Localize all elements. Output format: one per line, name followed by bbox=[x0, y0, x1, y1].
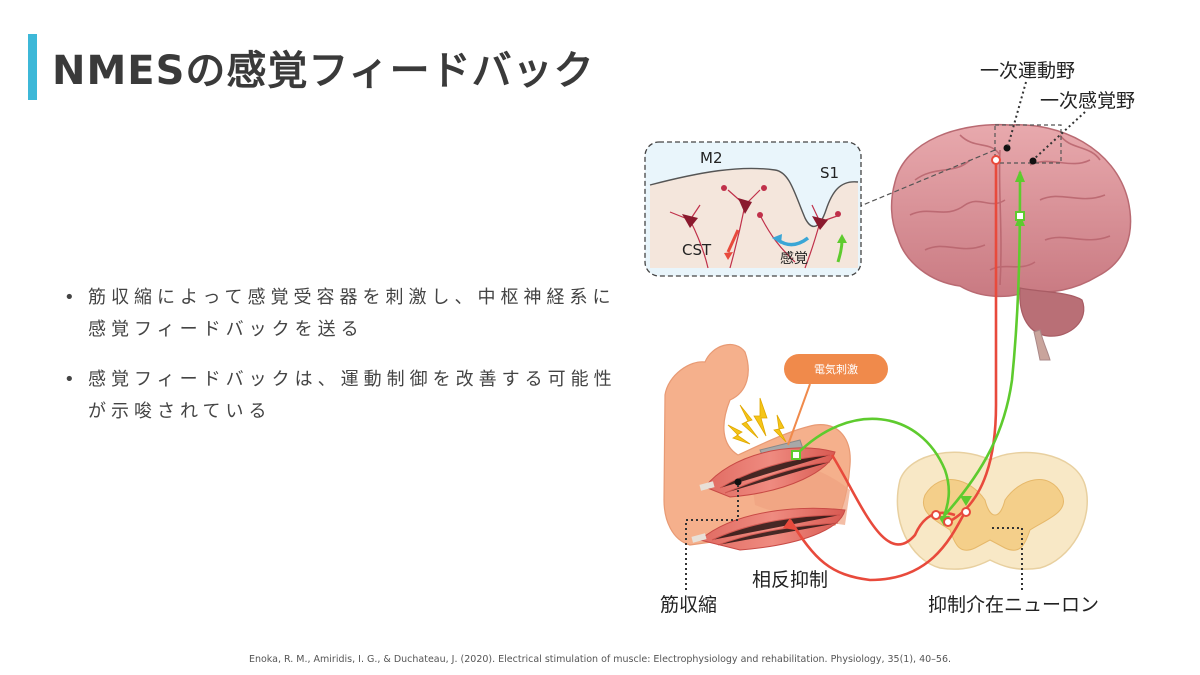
label-reciprocal-inhibition: 相反抑制 bbox=[752, 569, 828, 591]
bullet-item-2: 感覚フィードバックは、運動制御を改善する可能性が示唆されている bbox=[62, 364, 622, 428]
inhibition-arrowhead bbox=[783, 518, 795, 530]
spinal-cord-section bbox=[896, 451, 1088, 570]
citation-text: Enoka, R. M., Amiridis, I. G., & Duchate… bbox=[248, 654, 952, 665]
contraction-leader-line bbox=[685, 485, 739, 590]
page-title: NMESの感覚フィードバック bbox=[52, 48, 595, 94]
contraction-point bbox=[734, 478, 742, 486]
m1-leader-line bbox=[1007, 81, 1027, 147]
label-primary-motor-cortex: 一次運動野 bbox=[980, 60, 1075, 82]
stimulation-badge-label: 電気刺激 bbox=[814, 362, 858, 376]
brain-zoom-box bbox=[994, 124, 1062, 164]
electric-spark-icon bbox=[727, 397, 787, 445]
interneuron-leader-line bbox=[992, 527, 1023, 590]
label-inhibitory-interneuron: 抑制介在ニューロン bbox=[928, 594, 1099, 616]
m1-point bbox=[1003, 144, 1011, 152]
cortex-inset-panel: M2 S1 CST 感覚 bbox=[644, 141, 862, 277]
bullet-item-1: 筋収縮によって感覚受容器を刺激し、中枢神経系に感覚フィードバックを送る bbox=[62, 282, 622, 346]
label-muscle-contraction: 筋収縮 bbox=[660, 594, 717, 616]
inset-label-m2: M2 bbox=[700, 149, 723, 167]
inset-label-cst: CST bbox=[682, 241, 712, 259]
label-primary-sensory-cortex: 一次感覚野 bbox=[1040, 90, 1135, 112]
zoom-connector-line bbox=[857, 149, 996, 208]
synapse-markers bbox=[791, 155, 1025, 527]
bullet-list: 筋収縮によって感覚受容器を刺激し、中枢神経系に感覚フィードバックを送る 感覚フィ… bbox=[62, 282, 622, 446]
inset-label-s1: S1 bbox=[820, 164, 839, 182]
brain-illustration bbox=[890, 123, 1132, 361]
title-accent-bar bbox=[28, 34, 37, 100]
arm-illustration bbox=[663, 343, 851, 551]
s1-leader-line bbox=[1033, 111, 1086, 160]
stimulation-badge: 電気刺激 bbox=[784, 354, 888, 446]
s1-point bbox=[1029, 157, 1037, 165]
inset-label-sensation: 感覚 bbox=[780, 250, 808, 267]
